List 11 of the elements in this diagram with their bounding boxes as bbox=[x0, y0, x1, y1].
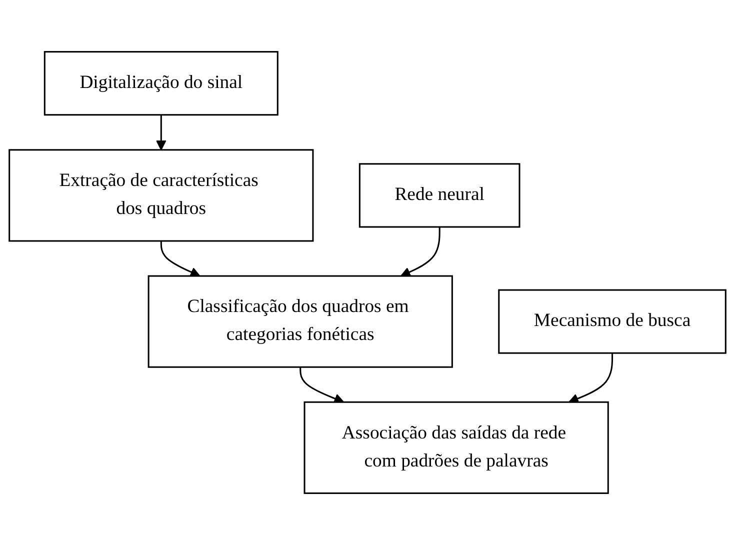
arrow bbox=[160, 240, 200, 277]
node-box: Digitalização do sinal bbox=[44, 51, 278, 116]
node-box: Mecanismo de busca bbox=[498, 289, 726, 354]
arrow bbox=[568, 353, 614, 404]
node-box: Associação das saídas da rede com padrões de palavras bbox=[304, 401, 609, 494]
arrow bbox=[400, 226, 440, 277]
arrow bbox=[300, 367, 344, 404]
node-box: Extração de características dos quadros bbox=[8, 149, 314, 242]
node-box: Rede neural bbox=[358, 163, 520, 228]
node-box: Classificação dos quadros em categorias fonéticas bbox=[148, 275, 453, 368]
arrow bbox=[156, 114, 166, 150]
